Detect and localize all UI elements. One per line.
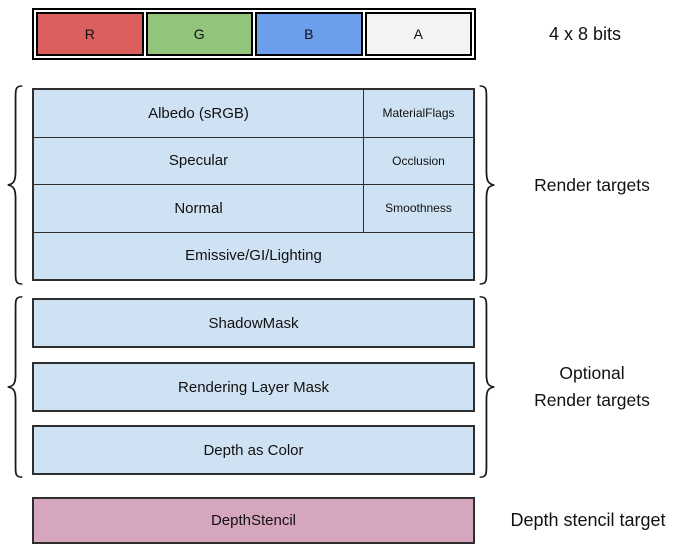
- normal-cell: Normal: [34, 185, 363, 232]
- render-targets-table: Albedo (sRGB) MaterialFlags Specular Occ…: [32, 88, 475, 281]
- materialflags-cell: MaterialFlags: [363, 90, 473, 137]
- rgba-bar: R G B A: [32, 8, 476, 60]
- optional-label-line2: Render targets: [534, 390, 650, 410]
- rgba-cell-g: G: [145, 12, 253, 56]
- gbuffer-row-emissive: Emissive/GI/Lighting: [34, 231, 473, 279]
- rendering-layer-mask-box: Rendering Layer Mask: [32, 362, 475, 412]
- rgba-cell-a: A: [364, 12, 472, 56]
- gbuffer-row-specular: Specular Occlusion: [34, 136, 473, 184]
- left-brace-icon: [5, 85, 25, 285]
- depth-as-color-box: Depth as Color: [32, 425, 475, 475]
- smoothness-cell: Smoothness: [363, 185, 473, 232]
- albedo-cell: Albedo (sRGB): [34, 90, 363, 137]
- left-brace-icon: [5, 296, 25, 478]
- optional-label-line1: Optional: [559, 363, 625, 383]
- shadowmask-box: ShadowMask: [32, 298, 475, 348]
- specular-cell: Specular: [34, 137, 363, 184]
- gbuffer-row-albedo: Albedo (sRGB) MaterialFlags: [34, 90, 473, 137]
- rgba-cell-b: B: [255, 12, 363, 56]
- occlusion-cell: Occlusion: [363, 137, 473, 184]
- right-brace-icon: [477, 296, 497, 478]
- right-brace-icon: [477, 85, 497, 285]
- bits-label: 4 x 8 bits: [548, 23, 622, 44]
- render-targets-label: Render targets: [534, 174, 650, 195]
- gbuffer-row-normal: Normal Smoothness: [34, 184, 473, 232]
- depthstencil-box: DepthStencil: [32, 497, 475, 544]
- rgba-cell-r: R: [36, 12, 144, 56]
- optional-render-targets-label: Optional Render targets: [494, 296, 690, 478]
- emissive-cell: Emissive/GI/Lighting: [34, 232, 473, 279]
- depth-stencil-target-label: Depth stencil target: [510, 510, 666, 530]
